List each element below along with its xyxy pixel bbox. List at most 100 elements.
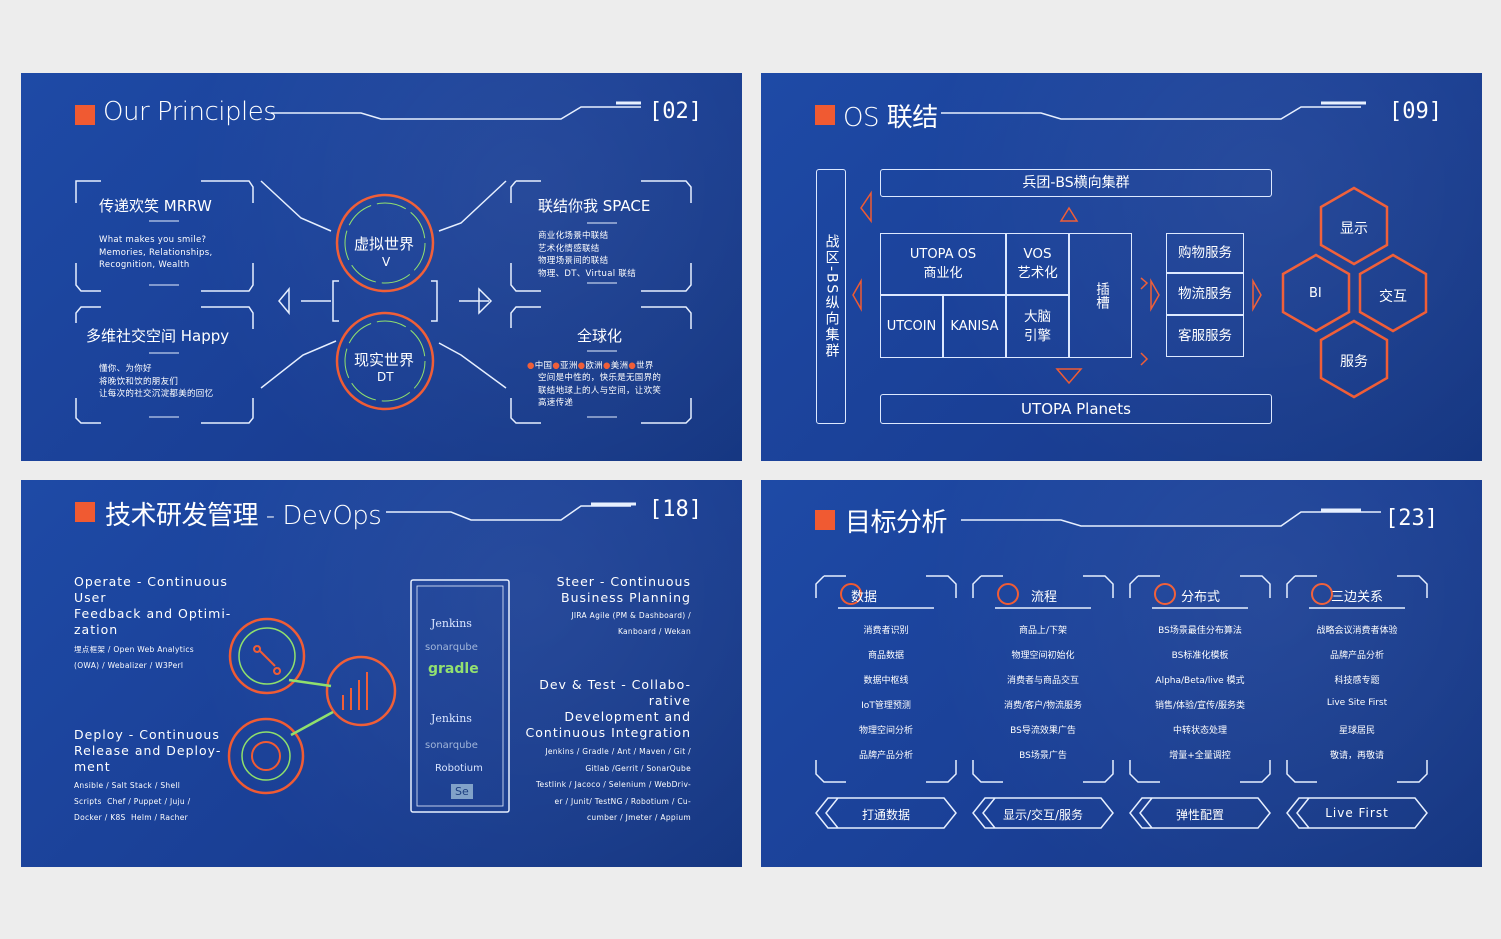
operate-body: 埋点框架 / Open Web Analytics (OWA) / Webali… bbox=[74, 645, 195, 670]
tool-robotium: Robotium bbox=[435, 763, 483, 774]
slide-target-analysis: 目标分析 [23] 数据 消费者识别 商品数据 数据中枢线 IoT管理预测 物理… bbox=[761, 480, 1482, 867]
column-head: 三边关系 bbox=[1331, 590, 1384, 605]
hex-bi: BI bbox=[1309, 286, 1322, 301]
grid-brain: 大脑引擎 bbox=[1006, 295, 1069, 358]
tool-gradle: gradle bbox=[428, 661, 479, 677]
list-item: BS导流效果广告 bbox=[1010, 726, 1076, 736]
column-frame bbox=[972, 575, 1114, 783]
hex-service: 服务 bbox=[1340, 354, 1368, 370]
footer-frame bbox=[815, 797, 957, 829]
list-item: IoT管理预测 bbox=[861, 701, 911, 711]
column-frame bbox=[1129, 575, 1271, 783]
list-item: 科技感专题 bbox=[1334, 676, 1380, 686]
list-item: 物理空间初始化 bbox=[1011, 651, 1075, 661]
page-number: [09] bbox=[1389, 99, 1442, 124]
circle-virtual-sub: V bbox=[382, 255, 391, 269]
list-item: 消费者与商品交互 bbox=[1006, 676, 1079, 686]
list-item: BS标准化模板 bbox=[1171, 651, 1229, 661]
circle-real-label: 现实世界 bbox=[354, 351, 415, 369]
hex-display: 显示 bbox=[1340, 221, 1368, 237]
bottom-planets-bar: UTOPA Planets bbox=[880, 394, 1272, 424]
grid-utcoin: UTCOIN bbox=[880, 295, 943, 358]
column-head: 分布式 bbox=[1181, 590, 1221, 605]
card-title: 传递欢笑 MRRW bbox=[99, 197, 212, 215]
column-frame bbox=[1286, 575, 1428, 783]
grid-slot: 插槽 bbox=[1069, 233, 1132, 358]
slide-title: OS 联结 bbox=[843, 103, 938, 133]
column-icon bbox=[1154, 583, 1176, 605]
left-cluster-bar: 战区-BS纵向集群 bbox=[816, 169, 846, 424]
slide-our-principles: Our Principles [02] 传递欢笑 MRRW What makes… bbox=[21, 73, 742, 461]
steer-title: Steer - Continuous Business Planning bbox=[556, 574, 691, 605]
page-number: [18] bbox=[649, 497, 702, 522]
list-item: 商品上/下架 bbox=[1018, 626, 1068, 636]
footer-frame bbox=[1129, 797, 1271, 829]
card-body: 懂你、为你好 将晚饮和饮的朋友们 让每次的社交沉淀都美的回忆 bbox=[99, 364, 214, 399]
tool-sonarqube: sonarqube bbox=[425, 740, 478, 751]
steer-body: JIRA Agile (PM & Dashboard) / Kanboard /… bbox=[571, 611, 691, 636]
list-item: BS场景广告 bbox=[1019, 751, 1067, 761]
footer-button[interactable]: 打通数据 bbox=[861, 808, 910, 822]
card-body: 商业化场景中联结 艺术化情感联结 物理场景间的联结 物理、DT、Virtual … bbox=[538, 231, 637, 279]
column-frame bbox=[815, 575, 957, 783]
slide4-decoration bbox=[815, 508, 1428, 829]
deploy-body: Ansible / Salt Stack / Shell Scripts Che… bbox=[74, 781, 191, 822]
footer-button[interactable]: Live First bbox=[1325, 806, 1389, 820]
tool-selenium: Se bbox=[451, 784, 473, 799]
list-item: 品牌产品分析 bbox=[858, 751, 913, 761]
grid-kanisa: KANISA bbox=[943, 295, 1006, 358]
slide-title: 目标分析 bbox=[845, 508, 948, 538]
list-item: 物理空间分析 bbox=[858, 726, 913, 736]
list-item: 星球居民 bbox=[1338, 726, 1375, 736]
list-item: 销售/体验/宣传/服务类 bbox=[1154, 701, 1246, 711]
slide-title: 技术研发管理 - DevOps bbox=[105, 501, 382, 531]
card-body: 空间是中性的，快乐是无国界的 联结地球上的人与空间，让欢笑 高速传递 bbox=[538, 373, 662, 408]
title-marker bbox=[75, 502, 95, 522]
circle-real-sub: DT bbox=[377, 370, 394, 384]
card-title: 全球化 bbox=[577, 327, 623, 345]
list-item: 增量+全量调控 bbox=[1169, 751, 1231, 761]
column-head: 流程 bbox=[1031, 590, 1058, 605]
column-icon bbox=[997, 583, 1019, 605]
footer-button[interactable]: 弹性配置 bbox=[1175, 808, 1224, 822]
list-item: 消费/客户/物流服务 bbox=[1003, 701, 1083, 711]
title-marker bbox=[75, 105, 95, 125]
column-icon bbox=[840, 583, 862, 605]
list-item: 中转状态处理 bbox=[1172, 726, 1227, 736]
list-item: Alpha/Beta/live 模式 bbox=[1155, 676, 1245, 686]
deploy-title: Deploy - Continuous Release and Deploy- … bbox=[74, 727, 222, 774]
page-number: [02] bbox=[649, 99, 702, 124]
card-title: 联结你我 SPACE bbox=[538, 197, 651, 215]
footer-button[interactable]: 显示/交互/服务 bbox=[1002, 808, 1084, 822]
title-marker bbox=[815, 510, 835, 530]
list-item: 数据中枢线 bbox=[863, 676, 909, 686]
list-item: 战略会议消费者体验 bbox=[1316, 626, 1398, 636]
footer-frame bbox=[972, 797, 1114, 829]
slide1-decoration bbox=[75, 101, 692, 424]
circle-virtual-label: 虚拟世界 bbox=[354, 235, 415, 253]
devtest-body: Jenkins / Gradle / Ant / Maven / Git / G… bbox=[535, 747, 691, 822]
slide3-decoration bbox=[227, 502, 636, 813]
list-item: 品牌产品分析 bbox=[1329, 651, 1384, 661]
title-marker bbox=[815, 105, 835, 125]
card-title: 多维社交空间 Happy bbox=[86, 327, 230, 345]
service-customer: 客服服务 bbox=[1166, 315, 1244, 357]
column-head: 数据 bbox=[851, 590, 878, 605]
list-item: 消费者识别 bbox=[863, 626, 909, 636]
service-shopping: 购物服务 bbox=[1166, 233, 1244, 273]
slide-os-connect: OS 联结 [09] 兵团-BS横向集群 UTOPA Planets 战区-BS… bbox=[761, 73, 1482, 461]
top-cluster-bar: 兵团-BS横向集群 bbox=[880, 169, 1272, 197]
list-item: BS场景最佳分布算法 bbox=[1158, 626, 1242, 636]
list-item: Live Site First bbox=[1326, 698, 1388, 708]
operate-title: Operate - Continuous User Feedback and O… bbox=[74, 574, 232, 637]
slide2-decoration bbox=[852, 101, 1428, 399]
card-body-regions: ●中国●亚洲●欧洲●美洲●世界 bbox=[527, 361, 654, 371]
hex-interaction: 交互 bbox=[1379, 289, 1407, 305]
list-item: 商品数据 bbox=[867, 651, 904, 661]
slide-devops: 技术研发管理 - DevOps [18] Operate - Continuou… bbox=[21, 480, 742, 867]
page-number: [23] bbox=[1385, 506, 1438, 531]
tool-jenkins: Jenkins bbox=[431, 617, 472, 630]
list-item: 敬请，再敬请 bbox=[1329, 751, 1384, 761]
